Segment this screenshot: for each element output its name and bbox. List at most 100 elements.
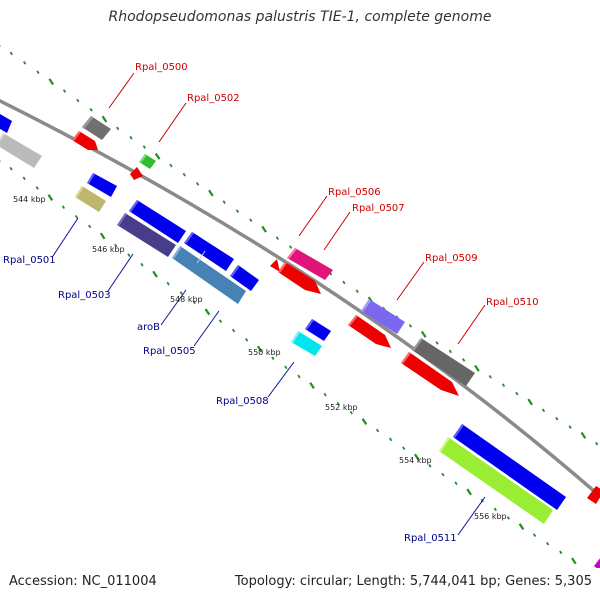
outer-tick [235,209,240,214]
outer-tick [595,441,599,446]
inner-tick [152,270,158,278]
outer-tick [261,225,267,233]
inner-tick [361,418,368,426]
feature-rpal-0509-red[interactable] [348,315,391,348]
inner-tick [35,186,39,190]
gene-labels-forward: Rpal_0500Rpal_0502Rpal_0506Rpal_0507Rpal… [135,62,539,308]
feature-blue-long[interactable] [453,424,566,510]
inner-tick [559,550,563,555]
gene-label-reverse[interactable]: aroB [137,322,160,333]
outer-tick [76,98,80,103]
inner-tick [245,337,249,342]
outer-tick [154,152,161,160]
inner-tick [413,453,420,461]
feature-rpal-0505[interactable] [172,246,246,304]
inner-tick [532,533,537,537]
outer-tick [555,416,559,421]
outer-tick [342,280,346,285]
outer-tick [249,218,253,223]
feature-rpal-0503[interactable] [117,213,176,257]
inner-tick [22,176,26,181]
feature-small-red-2[interactable] [270,259,280,272]
inner-tick [140,262,144,267]
feature-rpal-0506[interactable] [287,248,333,280]
outer-tick [129,135,133,140]
inner-tick [323,392,327,397]
position-label: 554 kbp [399,456,432,465]
gene-label-forward[interactable]: Rpal_0500 [135,62,188,73]
outer-tick-track [0,45,599,446]
inner-tick [493,507,497,512]
position-label: 548 kbp [170,295,203,304]
gene-label-reverse[interactable]: Rpal_0511 [404,533,457,544]
inner-tick [309,382,315,390]
feature-rpal-0500-red[interactable] [72,131,98,150]
outer-tick [222,200,226,204]
position-label: 546 kbp [92,245,125,254]
feature-rpal-0507[interactable] [278,262,321,294]
outer-tick [9,51,13,56]
feature-rpal-0509[interactable] [361,299,405,334]
inner-tick [586,567,588,568]
outer-tick [435,341,439,345]
inner-tick [61,205,66,210]
inner-tick [466,488,472,496]
inner-tick [402,446,406,451]
outer-tick [462,358,466,362]
feature-rpal-0510[interactable] [412,338,475,386]
gene-label-forward[interactable]: Rpal_0509 [425,253,478,264]
outer-tick [568,425,572,429]
feature-rpal-0503-blue[interactable] [129,200,186,243]
outer-tick [474,364,480,372]
position-label: 556 kbp [474,512,507,521]
gene-label-forward[interactable]: Rpal_0502 [187,93,240,104]
inner-tick [218,319,223,324]
inner-tick [284,365,288,370]
position-label: 550 kbp [248,348,281,357]
feature-rpal-0510-red[interactable] [401,352,459,396]
inner-tick [179,291,183,295]
inner-tick [231,328,236,333]
topology-label: Topology: circular; Length: 5,744,041 bp… [234,574,592,589]
feature-blue-small[interactable] [87,173,117,197]
inner-tick [454,481,458,486]
feature-gray-edge[interactable] [0,133,42,168]
gene-label-reverse[interactable]: Rpal_0503 [58,290,111,301]
outer-tick [22,61,27,65]
feature-rpal-0511[interactable] [439,437,553,524]
feature-rpal-0500[interactable] [82,116,111,140]
feature-edge-red-1[interactable] [587,486,600,504]
feature-rpal-0502[interactable] [139,154,156,169]
outer-tick [62,89,67,93]
inner-tick [297,374,301,379]
feature-rpal-0508[interactable] [291,331,322,356]
outer-tick [515,391,519,396]
gene-label-reverse[interactable]: Rpal_0501 [3,255,56,266]
feature-blue-mid[interactable] [230,265,259,291]
feature-arob-blue[interactable] [184,232,234,271]
gene-label-reverse[interactable]: Rpal_0508 [216,396,269,407]
feature-small-red-1[interactable] [130,167,143,180]
feature-rpal-0501[interactable] [75,186,106,212]
inner-tick [271,356,275,361]
outer-tick [527,398,533,406]
outer-tick [195,182,200,186]
inner-tick [441,472,445,477]
inner-tick [546,541,550,546]
inner-tick [204,308,211,316]
inner-tick [375,428,380,433]
inner-tick [518,523,525,530]
gene-label-reverse[interactable]: Rpal_0505 [143,346,196,357]
gene-label-forward[interactable]: Rpal_0507 [352,203,405,214]
outer-tick [355,289,359,294]
gene-label-forward[interactable]: Rpal_0506 [328,187,381,198]
inner-tick [47,194,54,202]
feature-blue-0508[interactable] [305,319,331,341]
gene-label-forward[interactable]: Rpal_0510 [486,297,539,308]
feature-edge-magenta[interactable] [594,557,600,570]
feature-blue-edge[interactable] [0,114,12,133]
inner-tick [166,281,170,286]
